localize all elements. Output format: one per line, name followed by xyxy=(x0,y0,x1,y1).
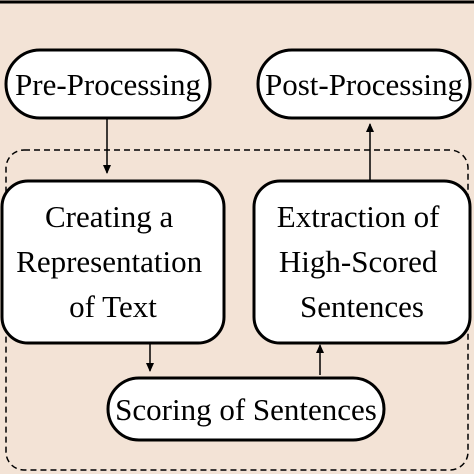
node-extraction-sentences-label: Extraction of High-Scored Sentences xyxy=(277,199,447,324)
node-creating-representation-label: Creating a Representation of Text xyxy=(16,199,210,324)
node-extraction-sentences: Extraction of High-Scored Sentences xyxy=(252,179,472,345)
node-pre-processing: Pre-Processing xyxy=(4,48,212,120)
node-scoring-sentences-label: Scoring of Sentences xyxy=(115,392,377,427)
node-creating-representation: Creating a Representation of Text xyxy=(0,179,226,345)
node-scoring-sentences: Scoring of Sentences xyxy=(106,376,386,442)
node-post-processing: Post-Processing xyxy=(256,48,472,120)
node-pre-processing-label: Pre-Processing xyxy=(15,67,201,102)
node-post-processing-label: Post-Processing xyxy=(265,67,463,102)
